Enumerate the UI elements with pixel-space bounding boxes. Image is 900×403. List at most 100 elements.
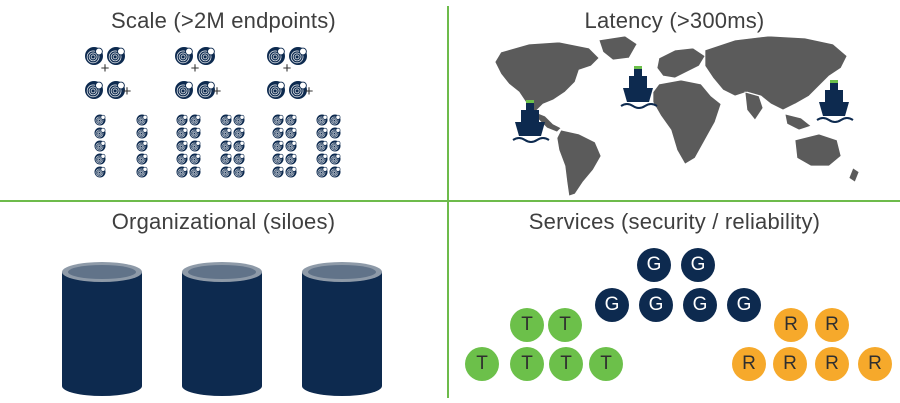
fingerprint-device-icon bbox=[329, 153, 341, 165]
services-title: Services (security / reliability) bbox=[528, 209, 821, 234]
fingerprint-device-icon bbox=[272, 114, 284, 126]
fingerprint-device-icon bbox=[107, 81, 125, 99]
fingerprint-device-icon bbox=[285, 140, 297, 152]
latency-title: Latency (>300ms) bbox=[584, 8, 765, 33]
world-map bbox=[494, 35, 860, 197]
map-asia bbox=[704, 35, 848, 111]
latency-quadrant: Latency (>300ms) bbox=[449, 0, 900, 200]
g-node: G bbox=[683, 288, 717, 322]
fingerprint-device-icon bbox=[329, 114, 341, 126]
fingerprint-device-icon bbox=[220, 140, 232, 152]
fingerprint-device-icon bbox=[316, 153, 328, 165]
fingerprint-device-icon bbox=[94, 153, 106, 165]
fingerprint-device-icon bbox=[233, 127, 245, 139]
fingerprint-device-icon bbox=[85, 81, 103, 99]
fingerprint-device-icon bbox=[316, 140, 328, 152]
fingerprint-device-icon bbox=[176, 114, 188, 126]
r-node: R bbox=[858, 347, 892, 381]
fingerprint-device-icon bbox=[316, 166, 328, 178]
plus-sign: + bbox=[213, 83, 222, 100]
t-node: T bbox=[510, 347, 544, 381]
fingerprint-device-icon bbox=[233, 114, 245, 126]
fingerprint-device-icon bbox=[136, 166, 148, 178]
r-node: R bbox=[732, 347, 766, 381]
r-node: R bbox=[774, 308, 808, 342]
fingerprint-device-icon bbox=[220, 127, 232, 139]
map-africa bbox=[652, 79, 722, 165]
g-node: G bbox=[595, 288, 629, 322]
fingerprint-device-icon bbox=[94, 127, 106, 139]
scale-quadrant: Scale (>2M endpoints) ++++++ bbox=[0, 0, 447, 200]
fingerprint-device-icon bbox=[220, 153, 232, 165]
fingerprint-device-icon bbox=[176, 127, 188, 139]
fingerprint-device-icon bbox=[189, 127, 201, 139]
t-node: T bbox=[549, 347, 583, 381]
organizational-title: Organizational (siloes) bbox=[111, 209, 336, 234]
fingerprint-device-icon bbox=[189, 140, 201, 152]
map-india bbox=[744, 91, 764, 121]
fingerprint-device-icon bbox=[272, 166, 284, 178]
g-node: G bbox=[637, 248, 671, 282]
fingerprint-device-icon bbox=[176, 140, 188, 152]
fingerprint-device-icon bbox=[267, 47, 285, 65]
t-node: T bbox=[465, 347, 499, 381]
fingerprint-device-icon bbox=[233, 153, 245, 165]
r-node: R bbox=[815, 308, 849, 342]
fingerprint-device-icon bbox=[329, 166, 341, 178]
fingerprint-device-icon bbox=[136, 114, 148, 126]
fingerprint-device-icon bbox=[189, 166, 201, 178]
fingerprint-device-icon bbox=[272, 153, 284, 165]
g-node: G bbox=[639, 288, 673, 322]
fingerprint-device-icon bbox=[316, 127, 328, 139]
fingerprint-device-icon bbox=[94, 114, 106, 126]
fingerprint-device-icon bbox=[94, 140, 106, 152]
plus-sign: + bbox=[283, 60, 292, 77]
fingerprint-device-icon bbox=[285, 114, 297, 126]
r-node: R bbox=[815, 347, 849, 381]
services-quadrant: Services (security / reliability) G G G … bbox=[449, 202, 900, 403]
fingerprint-device-icon bbox=[107, 47, 125, 65]
fingerprint-device-icon bbox=[136, 140, 148, 152]
g-node: G bbox=[727, 288, 761, 322]
plus-sign: + bbox=[101, 60, 110, 77]
map-south-america bbox=[556, 129, 602, 197]
map-central-america bbox=[534, 111, 562, 133]
fingerprint-device-icon bbox=[189, 114, 201, 126]
fingerprint-device-icon bbox=[85, 47, 103, 65]
ship-icon bbox=[816, 80, 854, 123]
organizational-quadrant: Organizational (siloes) bbox=[0, 202, 447, 403]
vertical-divider bbox=[447, 6, 449, 398]
fingerprint-device-icon bbox=[136, 153, 148, 165]
fingerprint-device-icon bbox=[233, 140, 245, 152]
fingerprint-device-icon bbox=[197, 81, 215, 99]
plus-sign: + bbox=[191, 60, 200, 77]
fingerprint-device-icon bbox=[289, 81, 307, 99]
fingerprint-device-icon bbox=[285, 127, 297, 139]
fingerprint-device-icon bbox=[220, 114, 232, 126]
horizontal-divider bbox=[0, 200, 900, 202]
fingerprint-device-icon bbox=[189, 153, 201, 165]
scale-icons: ++++++ bbox=[85, 47, 341, 178]
g-node: G bbox=[681, 248, 715, 282]
fingerprint-device-icon bbox=[197, 47, 215, 65]
map-australia bbox=[794, 133, 842, 167]
fingerprint-device-icon bbox=[316, 114, 328, 126]
fingerprint-device-icon bbox=[220, 166, 232, 178]
fingerprint-device-icon bbox=[285, 153, 297, 165]
fingerprint-device-icon bbox=[289, 47, 307, 65]
silo-cylinders bbox=[62, 262, 382, 396]
fingerprint-device-icon bbox=[272, 127, 284, 139]
fingerprint-device-icon bbox=[175, 47, 193, 65]
fingerprint-device-icon bbox=[175, 81, 193, 99]
fingerprint-device-icon bbox=[285, 166, 297, 178]
fingerprint-device-icon bbox=[94, 166, 106, 178]
ship-icon bbox=[512, 100, 550, 143]
scale-title: Scale (>2M endpoints) bbox=[111, 8, 336, 33]
map-north-america bbox=[494, 41, 600, 113]
silo-cylinder-1 bbox=[62, 262, 142, 396]
fingerprint-device-icon bbox=[233, 166, 245, 178]
plus-sign: + bbox=[305, 83, 314, 100]
fingerprint-device-icon bbox=[329, 127, 341, 139]
map-new-zealand bbox=[848, 167, 860, 183]
t-node: T bbox=[548, 308, 582, 342]
